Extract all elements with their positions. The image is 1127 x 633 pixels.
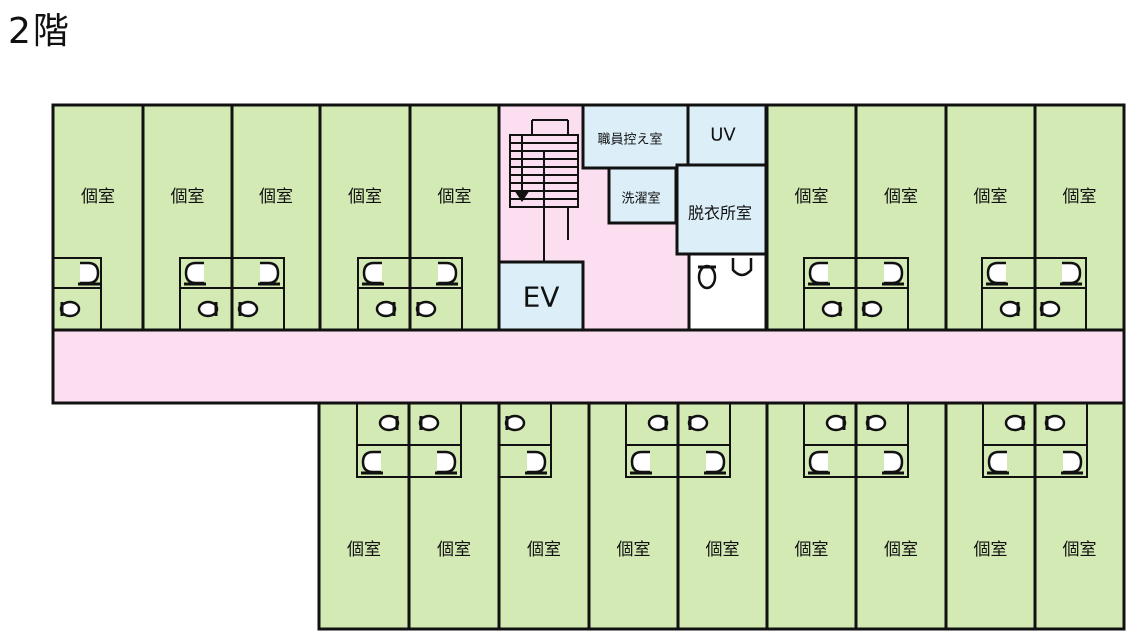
room-lower-8	[944, 401, 1037, 631]
toilet-icon	[1061, 450, 1083, 475]
sink-icon	[375, 300, 397, 318]
room-upper-1	[51, 103, 145, 332]
bathroom	[52, 287, 102, 331]
elevator-label: EV	[523, 281, 560, 314]
room-label: 個室	[884, 540, 918, 560]
stairs-icon	[509, 119, 579, 262]
elevator	[497, 260, 585, 332]
sink-icon	[378, 414, 400, 432]
sink-icon	[861, 300, 883, 318]
corridor	[51, 328, 1126, 405]
room-upper-8	[944, 103, 1037, 332]
room-label: 個室	[348, 187, 382, 207]
dressing-room	[675, 163, 768, 256]
room-lower-3	[497, 401, 591, 631]
toilet-icon	[808, 450, 830, 475]
toilet-icon	[697, 264, 717, 290]
room-label: 個室	[437, 540, 471, 560]
toilet-icon	[362, 261, 384, 286]
sink-icon	[418, 414, 440, 432]
toilet-icon	[78, 261, 100, 286]
room-lower-6	[765, 401, 858, 631]
sink-icon	[825, 414, 847, 432]
sink-icon	[59, 300, 81, 318]
room-upper-9	[1033, 103, 1126, 332]
sink-icon	[197, 300, 219, 318]
toilet-icon	[630, 450, 652, 475]
laundry-label: 洗濯室	[621, 191, 660, 207]
toilet-icon	[258, 261, 280, 286]
down-arrow-icon	[514, 190, 530, 202]
room-label: 個室	[1063, 187, 1097, 207]
toilet-icon	[1060, 261, 1082, 286]
toilet-icon	[882, 261, 904, 286]
room-lower-4	[587, 401, 680, 631]
room-lower-7	[854, 401, 948, 631]
sink-icon	[1004, 414, 1026, 432]
room-label: 個室	[974, 187, 1008, 207]
sink-icon	[415, 300, 437, 318]
sink-icon	[504, 414, 526, 432]
sink-icon	[1044, 414, 1066, 432]
uv-label: UV	[710, 125, 736, 146]
sink-icon	[1039, 300, 1061, 318]
washroom	[687, 252, 768, 332]
toilet-icon	[704, 450, 726, 475]
room-label: 個室	[527, 540, 561, 560]
room-upper-7	[854, 103, 948, 332]
room-label: 個室	[706, 540, 740, 560]
room-lower-9	[1033, 401, 1126, 631]
room-label: 個室	[259, 187, 293, 207]
dressing-room-label: 脱衣所室	[688, 204, 752, 223]
room-label: 個室	[617, 540, 651, 560]
laundry-room	[607, 166, 678, 225]
room-label: 個室	[884, 187, 918, 207]
room-upper-6	[765, 103, 858, 332]
room-upper-3	[230, 103, 322, 332]
toilet-icon	[435, 450, 457, 475]
room-lower-5	[676, 401, 769, 631]
room-label: 個室	[1063, 540, 1097, 560]
floor-title: 2階	[8, 11, 71, 52]
toilet-icon	[808, 261, 830, 286]
room-label: 個室	[974, 540, 1008, 560]
toilet-icon	[986, 261, 1008, 286]
toilet-icon	[882, 450, 904, 475]
toilet-icon	[525, 450, 547, 475]
bathroom	[498, 444, 552, 478]
toilet-icon	[731, 258, 753, 277]
room-label: 個室	[795, 187, 829, 207]
toilet-icon	[987, 450, 1009, 475]
room-upper-4	[318, 103, 412, 332]
room-upper-5	[408, 103, 501, 332]
toilet-icon	[361, 450, 383, 475]
sink-icon	[687, 414, 709, 432]
room-label: 個室	[795, 540, 829, 560]
room-lower-1	[317, 401, 411, 631]
room-label: 個室	[347, 540, 381, 560]
room-label: 個室	[171, 187, 205, 207]
room-upper-2	[141, 103, 234, 332]
room-lower-2	[407, 401, 501, 631]
staff-room-label: 職員控え室	[597, 132, 662, 148]
sink-icon	[865, 414, 887, 432]
sink-icon	[821, 300, 843, 318]
sink-icon	[999, 300, 1021, 318]
toilet-icon	[436, 261, 458, 286]
sink-icon	[237, 300, 259, 318]
toilet-icon	[184, 261, 206, 286]
room-label: 個室	[81, 187, 115, 207]
room-label: 個室	[438, 187, 472, 207]
sink-icon	[647, 414, 669, 432]
